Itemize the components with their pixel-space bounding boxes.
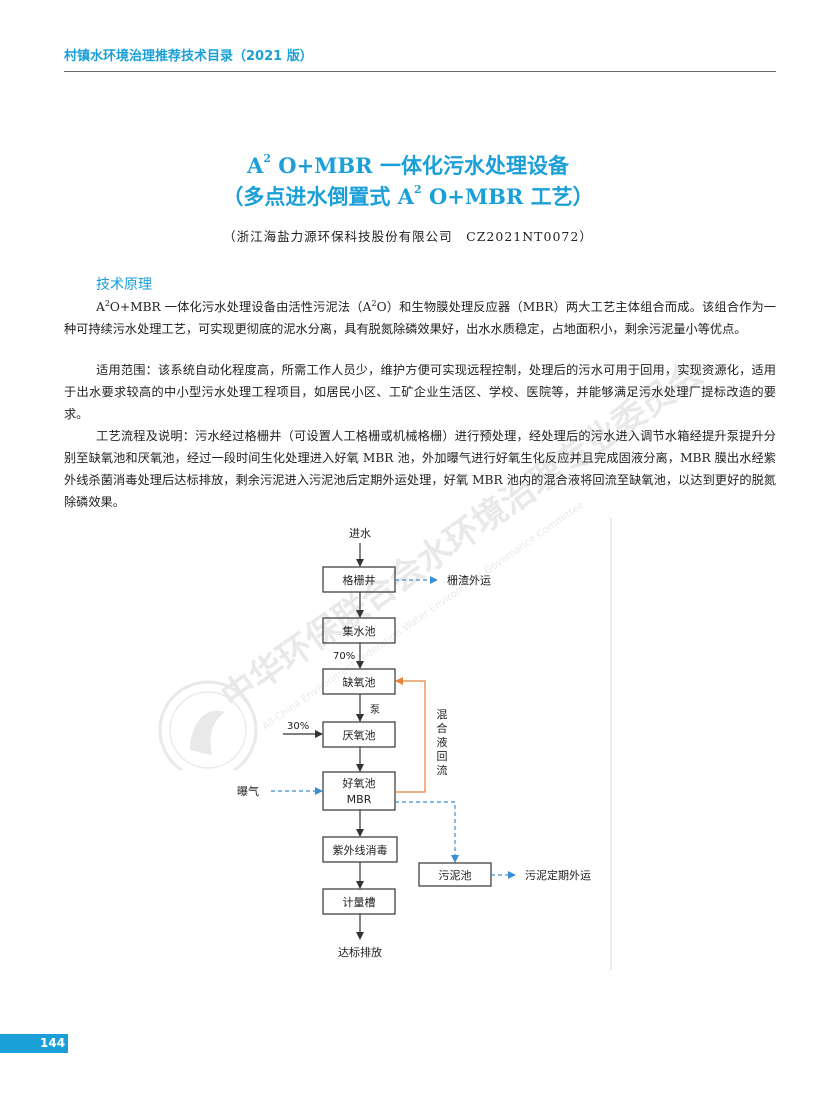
page-number-tab [0,1034,68,1053]
paragraph-text: O+MBR 一体化污水处理设备由活性污泥法（A [109,300,372,315]
box-anaerobic-label: 厌氧池 [343,728,376,742]
recycle-char-4: 回 [437,750,448,763]
pump-label: 泵 [370,704,380,716]
box-grille-label: 格栅井 [343,573,376,587]
screenings-label: 栅渣外运 [447,573,491,587]
box-anoxic-label: 缺氧池 [343,675,376,689]
document-title-line-2: （多点进水倒置式 A2 O+MBR 工艺） [0,181,816,211]
recycle-label: 混 合 液 回 流 [437,708,448,777]
arrow-to-sludge [395,801,459,863]
paragraph-text: O）和生物膜处理反应器（MBR）两大工艺主体组合而成。该组合作为一种可持续污水处… [64,300,776,337]
superscript: 2 [104,299,110,308]
title-superscript: 2 [413,183,422,196]
recycle-char-5: 流 [437,763,448,777]
box-collection-label: 集水池 [343,624,376,638]
pct70-label: 70% [333,651,355,662]
title-text: O+MBR 一体化污水处理设备 [270,153,569,178]
process-flow-diagram: 进水 格栅井 栅渣外运 集水池 70% 缺氧池 泵 厌氧池 30% 好氧池 MB… [225,518,611,970]
header-divider [64,71,776,72]
box-collection [322,617,396,644]
section-heading: 技术原理 [96,277,152,293]
diagram-edge [610,518,612,970]
document-title-line-1: A2 O+MBR 一体化污水处理设备 [0,150,816,180]
box-uv [322,836,398,863]
flow-diagram-svg: 进水 格栅井 栅渣外运 集水池 70% 缺氧池 泵 厌氧池 30% 好氧池 MB… [237,527,591,959]
aeration-label: 曝气 [237,784,259,798]
title-superscript: 2 [263,152,271,165]
box-aerobic-label: 好氧池 [343,776,376,790]
box-meter [322,888,396,915]
outlet-label: 达标排放 [338,945,382,959]
company-line: （浙江海盐力源环保科技股份有限公司 CZ2021NT0072） [223,229,593,244]
paragraph-text: A [96,300,105,315]
paragraph-process: 工艺流程及说明：污水经过格栅井（可设置人工格栅或机械格栅）进行预处理，经处理后的… [64,425,776,513]
recycle-char-1: 混 [437,708,448,721]
paragraph-principle: A2O+MBR 一体化污水处理设备由活性污泥法（A2O）和生物膜处理反应器（MB… [64,293,776,340]
paragraph-scope: 适用范围：该系统自动化程度高，所需工作人员少，维护方便可实现远程控制，处理后的污… [64,359,776,425]
title-text: （多点进水倒置式 A [222,184,414,209]
box-anaerobic [322,721,396,748]
sludge-out-label: 污泥定期外运 [525,868,591,882]
page-number: 144 [40,1036,66,1050]
recycle-char-3: 液 [437,735,448,749]
title-text: A [247,153,264,178]
box-meter-label: 计量槽 [343,896,376,909]
running-header: 村镇水环境治理推荐技术目录（2021 版） [64,49,313,64]
inlet-label: 进水 [349,527,371,540]
box-aerobic-mbr [322,771,396,811]
pct30-label: 30% [287,721,309,732]
paragraph-text: 适用范围：该系统自动化程度高，所需工作人员少，维护方便可实现远程控制，处理后的污… [64,363,776,421]
watermark-logo-bird [190,710,225,755]
box-mbr-label: MBR [347,793,372,806]
paragraph-text: 工艺流程及说明：污水经过格栅井（可设置人工格栅或机械格栅）进行预处理，经处理后的… [64,429,776,509]
superscript: 2 [371,299,377,308]
title-text: O+MBR 工艺） [421,184,594,209]
recycle-char-2: 合 [437,721,448,735]
box-uv-label: 紫外线消毒 [333,843,388,857]
box-sludge-label: 污泥池 [439,869,472,882]
recycle-line [395,677,426,793]
